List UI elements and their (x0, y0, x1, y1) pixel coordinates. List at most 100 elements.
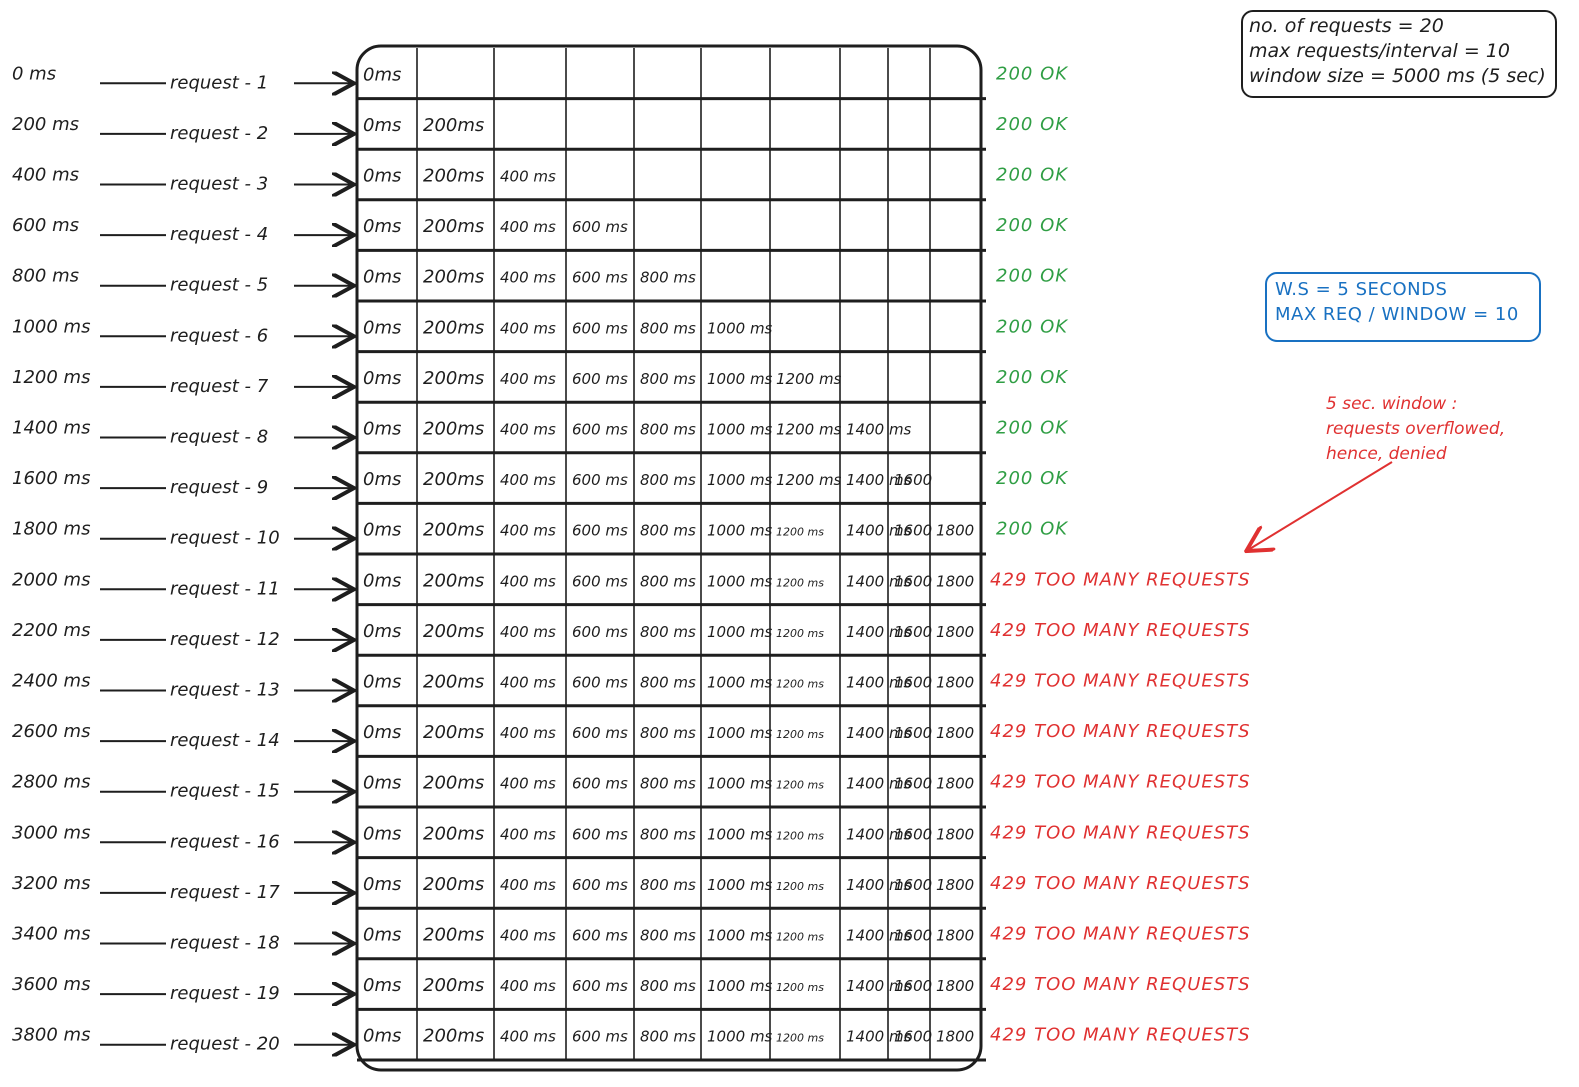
request-label: request - 11 (170, 578, 280, 599)
timeline-cell-label: 600 ms (572, 218, 628, 236)
max-req-label: MAX REQ / WINDOW = 10 (1275, 304, 1519, 325)
request-time-label: 0 ms (12, 63, 56, 84)
timeline-cell-label: 1200 ms (776, 829, 824, 842)
timeline-cell-label: 1000 ms (707, 724, 773, 742)
timeline-cell-label: 1400 ms (846, 421, 912, 439)
request-label-bg (166, 929, 294, 954)
request-label: request - 5 (170, 275, 268, 296)
timeline-cell-label: 1400 ms (846, 623, 912, 641)
request-label-bg (166, 625, 294, 650)
timeline-cell-label: 400 ms (500, 1028, 556, 1046)
timeline-cell-label: 800 ms (640, 825, 696, 843)
timeline-cell-label: 0ms (363, 520, 401, 541)
timeline-cell-label: 400 ms (500, 218, 556, 236)
timeline-cell-label: 1200 ms (776, 880, 824, 893)
timeline-cell-label: 800 ms (640, 876, 696, 894)
request-label: request - 4 (170, 224, 268, 245)
request-time-label: 2800 ms (12, 772, 90, 793)
timeline-cell-label: 1000 ms (707, 522, 773, 540)
timeline-cell-label: 200ms (423, 166, 484, 187)
timeline-cell-label: 1200 ms (776, 1032, 824, 1045)
timeline-cell-label: 0ms (363, 925, 401, 946)
timeline-cell-label: 0ms (363, 419, 401, 440)
timeline-cell-label: 200ms (423, 267, 484, 288)
request-time-label: 600 ms (12, 215, 79, 236)
timeline-cell-label: 600 ms (572, 471, 628, 489)
request-time-label: 2600 ms (12, 721, 90, 742)
request-label: request - 15 (170, 781, 280, 802)
timeline-cell-label: 200ms (423, 823, 484, 844)
timeline-cell-label: 0ms (363, 115, 401, 136)
timeline-cell-label: 400 ms (500, 623, 556, 641)
timeline-cell-label: 1000 ms (707, 1028, 773, 1046)
timeline-cell-label: 1800 (936, 876, 974, 894)
timeline-cell-label: 600 ms (572, 269, 628, 287)
timeline-cell-label: 1600 (894, 927, 932, 945)
timeline-cell-label: 800 ms (640, 421, 696, 439)
timeline-cell-label: 1400 ms (846, 876, 912, 894)
request-label: request - 16 (170, 831, 280, 852)
info-line-max-requests: max requests/interval = 10 (1249, 40, 1510, 62)
timeline-cell-label: 1800 (936, 623, 974, 641)
note-arrow (1248, 461, 1393, 550)
timeline-cell-label: 200ms (423, 216, 484, 237)
status-denied: 429 TOO MANY REQUESTS (990, 569, 1251, 590)
timeline-cell-label: 1800 (936, 775, 974, 793)
timeline-cell-label: 400 ms (500, 370, 556, 388)
status-ok: 200 OK (996, 316, 1068, 337)
timeline-cell-label: 1600 (894, 572, 932, 590)
request-label-bg (166, 524, 294, 549)
timeline-cell-label: 200ms (423, 773, 484, 794)
window-size-label: W.S = 5 SECONDS (1275, 279, 1448, 300)
timeline-cell-label: 1200 ms (776, 576, 824, 589)
timeline-cell-label: 600 ms (572, 319, 628, 337)
timeline-cell-label: 600 ms (572, 977, 628, 995)
timeline-cell-label: 1800 (936, 927, 974, 945)
status-denied: 429 TOO MANY REQUESTS (990, 924, 1251, 945)
timeline-cell-label: 800 ms (640, 1028, 696, 1046)
timeline-cell-label: 1000 ms (707, 876, 773, 894)
timeline-cell-label: 600 ms (572, 876, 628, 894)
request-label: request - 12 (170, 629, 280, 650)
timeline-cell-label: 200ms (423, 874, 484, 895)
timeline-cell-label: 200ms (423, 317, 484, 338)
timeline-cell-label: 600 ms (572, 724, 628, 742)
timeline-cell-label: 0ms (363, 722, 401, 743)
timeline-cell-label: 800 ms (640, 370, 696, 388)
note-line-3: hence, denied (1326, 444, 1447, 464)
timeline-cell-label: 400 ms (500, 775, 556, 793)
status-ok: 200 OK (996, 519, 1068, 540)
timeline-cell-label: 0ms (363, 368, 401, 389)
request-label-bg (166, 980, 294, 1005)
request-label: request - 1 (170, 72, 268, 93)
request-time-label: 800 ms (12, 266, 79, 287)
request-label: request - 6 (170, 325, 268, 346)
timeline-cell-label: 1800 (936, 572, 974, 590)
timeline-cell-label: 1200 ms (776, 421, 842, 439)
status-denied: 429 TOO MANY REQUESTS (990, 1025, 1251, 1046)
request-label: request - 3 (170, 174, 268, 195)
timeline-cell-label: 1600 (894, 1028, 932, 1046)
timeline-cell-label: 400 ms (500, 977, 556, 995)
timeline-cell-label: 1400 ms (846, 724, 912, 742)
request-label-bg (166, 372, 294, 397)
overflow-note: 5 sec. window : requests overflowed, hen… (1326, 392, 1556, 467)
timeline-cell-label: 1200 ms (776, 370, 842, 388)
timeline-cell-label: 1400 ms (846, 572, 912, 590)
request-label: request - 14 (170, 730, 280, 751)
timeline-cell-label: 800 ms (640, 319, 696, 337)
status-ok: 200 OK (996, 63, 1068, 84)
timeline-cell-label: 1800 (936, 724, 974, 742)
timeline-cell-label: 1400 ms (846, 977, 912, 995)
request-label: request - 17 (170, 882, 280, 903)
timeline-cell-label: 1600 (894, 775, 932, 793)
